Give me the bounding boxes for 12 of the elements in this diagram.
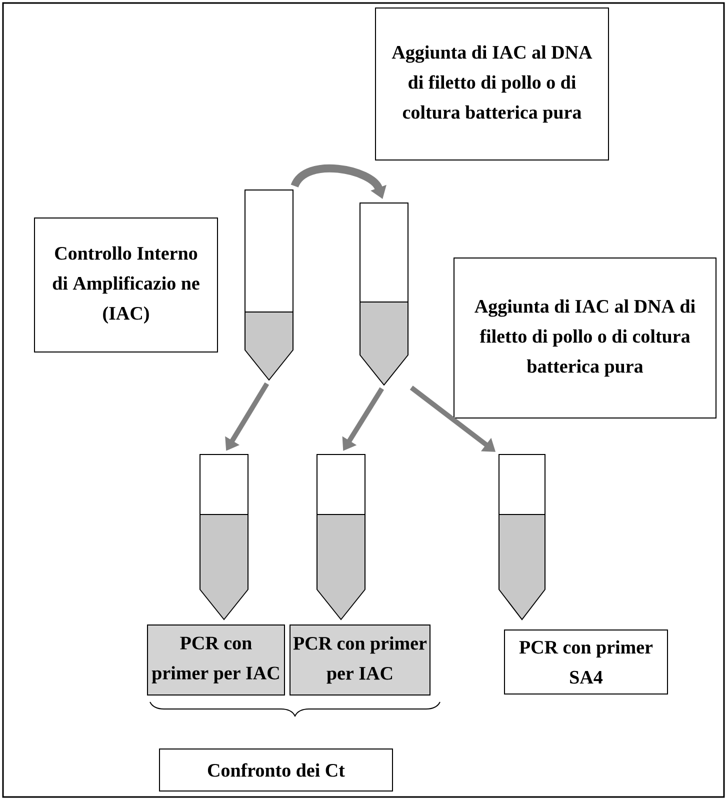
label-box: PCR con primer per IAC bbox=[290, 624, 430, 696]
label-box: Controllo Interno di Amplificazio ne (IAC) bbox=[34, 218, 218, 352]
test-tube bbox=[498, 454, 546, 620]
test-tube bbox=[244, 190, 294, 381]
label-box: Aggiunta di IAC al DNA di filetto di pollo o di coltura batterica pura bbox=[375, 8, 609, 160]
test-tube bbox=[360, 202, 408, 386]
label-box: Aggiunta di IAC al DNA di filetto di pollo o di coltura batterica pura bbox=[454, 258, 716, 418]
test-tube bbox=[316, 454, 366, 620]
label-box: PCR con primer per IAC bbox=[147, 624, 285, 696]
test-tube bbox=[200, 454, 248, 620]
result-box: Confronto dei Ct bbox=[159, 748, 393, 792]
label-box: PCR con primer SA4 bbox=[504, 630, 668, 694]
